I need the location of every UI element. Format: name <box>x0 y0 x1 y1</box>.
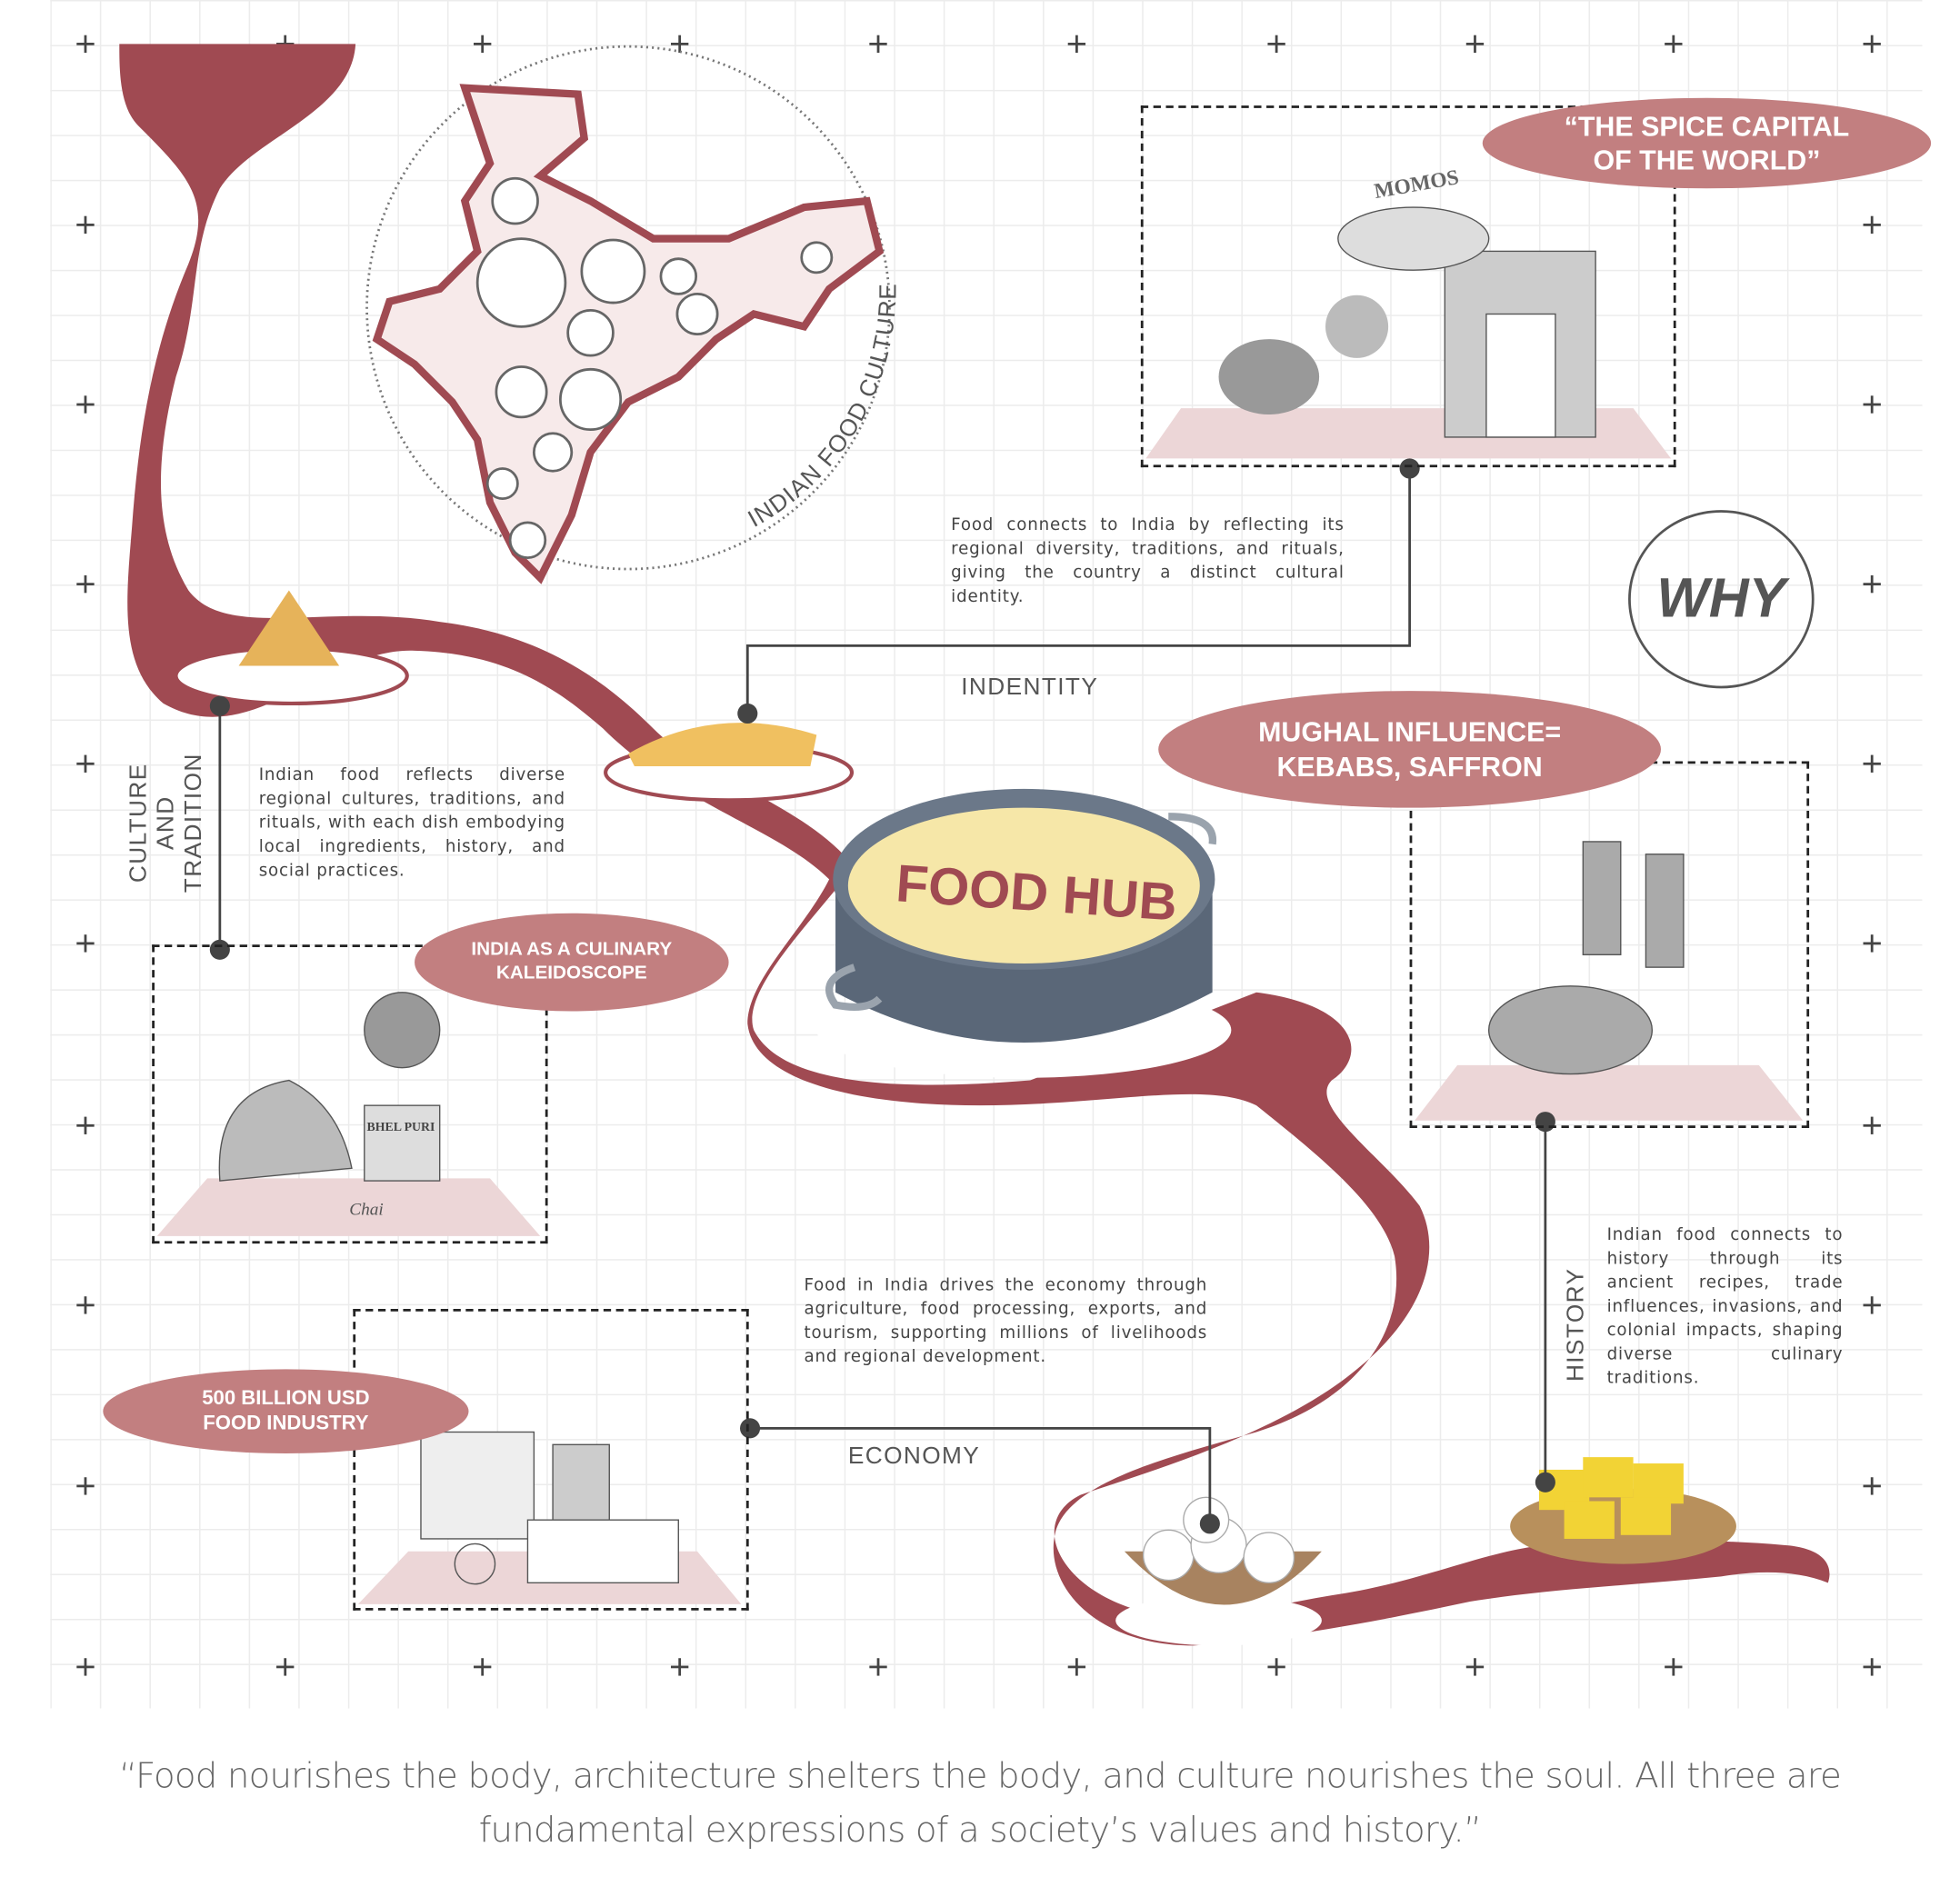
plus-marker <box>1672 1658 1675 1676</box>
identity-image-box <box>1140 105 1676 468</box>
samosa-icon <box>238 590 340 666</box>
pot-soup <box>847 807 1200 963</box>
chai-label: Chai <box>349 1200 384 1219</box>
plus-marker <box>84 934 87 953</box>
vendor-illustration <box>420 1431 679 1585</box>
food-industry-bubble: 500 BILLION USD FOOD INDUSTRY <box>103 1369 469 1453</box>
plus-marker <box>84 1116 87 1134</box>
history-text: Indian food connects to history through … <box>1606 1225 1844 1389</box>
plus-marker <box>481 35 485 54</box>
plus-marker <box>678 35 682 54</box>
plus-marker <box>84 1296 87 1314</box>
street-food-illustration <box>218 992 441 1182</box>
pot-handle-icon <box>1168 813 1216 845</box>
plus-marker <box>1075 1658 1078 1676</box>
history-label: HISTORY <box>1563 1267 1590 1383</box>
spice-capital-bubble: “THE SPICE CAPITAL OF THE WORLD” <box>1482 97 1932 189</box>
dosa-icon <box>628 723 817 767</box>
map-dishes <box>475 176 834 559</box>
women-cooking-illustration <box>1487 841 1685 1075</box>
plus-marker <box>1870 574 1874 594</box>
kaleidoscope-bubble: INDIA AS A CULINARY KALEIDOSCOPE <box>415 913 729 1012</box>
plus-marker <box>1474 1658 1476 1676</box>
plus-marker <box>481 1658 485 1676</box>
plus-marker <box>284 1658 287 1676</box>
plus-marker <box>84 35 87 54</box>
plus-marker <box>84 1477 87 1495</box>
mughal-influence-bubble: MUGHAL INFLUENCE= KEBABS, SAFFRON <box>1158 691 1662 808</box>
grid-plus-markers <box>76 35 1881 1676</box>
plus-marker <box>1870 215 1874 235</box>
plus-marker <box>84 754 87 773</box>
identity-text: Food connects to India by reflecting its… <box>951 516 1345 607</box>
history-image-box <box>1409 761 1810 1129</box>
plus-marker <box>1275 35 1278 54</box>
why-badge: WHY <box>1628 510 1815 689</box>
plus-marker <box>84 215 87 235</box>
economy-label: ECONOMY <box>847 1443 981 1470</box>
plus-marker <box>678 1658 682 1676</box>
culture-label: CULTURE AND TRADITION <box>125 753 208 894</box>
plus-marker <box>1075 35 1078 54</box>
plus-marker <box>1870 934 1874 953</box>
plus-marker <box>1672 35 1675 54</box>
rasgulla-plate <box>1115 1595 1322 1646</box>
plus-marker <box>1474 35 1476 54</box>
culture-image-box <box>152 944 548 1244</box>
plus-marker <box>84 574 87 594</box>
box-floor <box>156 1178 541 1236</box>
box-floor <box>1415 1064 1804 1121</box>
plus-marker <box>1870 35 1874 54</box>
plus-marker <box>1870 395 1874 414</box>
closing-quote: “Food nourishes the body, architecture s… <box>118 1754 1842 1851</box>
map-dotted-circle <box>365 45 891 571</box>
plus-marker <box>1870 1658 1874 1676</box>
food-river <box>119 44 1830 1646</box>
plus-marker <box>876 1658 880 1676</box>
bhel-puri-label: BHEL PURI <box>367 1120 435 1133</box>
plus-marker <box>1870 754 1874 773</box>
plus-marker <box>1870 1477 1874 1495</box>
plus-marker <box>1870 1116 1874 1134</box>
culture-text: Indian food reflects diverse regional cu… <box>258 766 565 881</box>
identity-label: INDENTITY <box>961 674 1099 702</box>
plus-marker <box>1275 1658 1278 1676</box>
plus-marker <box>1870 1296 1874 1314</box>
plus-marker <box>84 395 87 414</box>
pot-handle-icon <box>825 963 883 1012</box>
plus-marker <box>84 1658 87 1676</box>
economy-image-box <box>353 1309 749 1611</box>
plus-marker <box>876 35 880 54</box>
economy-text: Food in India drives the economy through… <box>804 1276 1208 1367</box>
india-gate-illustration <box>1444 250 1596 438</box>
india-map <box>372 84 885 584</box>
connector-lines <box>218 468 1547 1524</box>
spices-illustration <box>1218 206 1490 415</box>
